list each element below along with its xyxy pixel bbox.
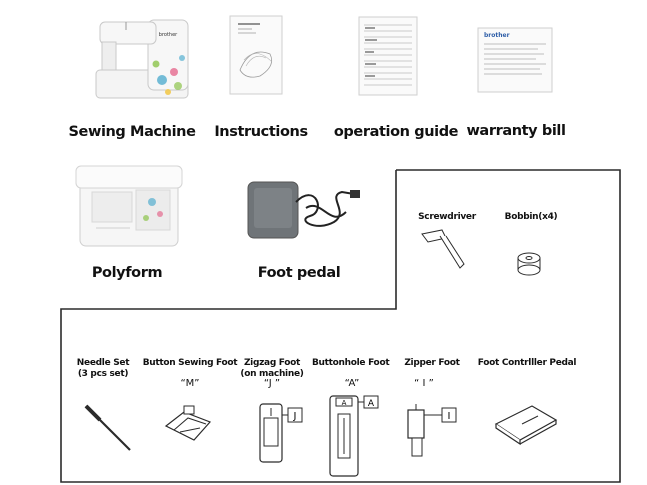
buttonhole-foot-inner-tag: A [342,399,347,407]
instructions-label: Instructions [214,124,308,140]
zipper-foot-image: I [407,404,457,457]
foot-pedal-image [247,181,360,239]
sewing-machine-label: Sewing Machine [68,124,196,140]
screwdriver-label: Screwdriver [418,212,476,222]
operation-guide-label: operation guide [333,124,459,140]
bobbin-label: Bobbin(x4) [504,212,558,222]
button-sewing-foot-image [164,405,212,441]
warranty-bill-image: brother [477,27,553,93]
button-sewing-foot-code: “M” [180,378,200,389]
brand-logo: brother [159,32,178,38]
warranty-bill-label: warranty bill [466,123,566,139]
instructions-booklet-image [229,15,283,95]
zigzag-foot-code: “J ” [263,378,281,389]
needle-set-image [84,404,131,451]
polyform-label: Polyform [91,265,163,281]
polyform-image [75,165,183,247]
zigzag-foot-tag: J [293,411,297,422]
needle-set-sub: (3 pcs set) [77,369,129,379]
zipper-foot-tag: I [448,411,451,422]
buttonhole-foot-image: A A [329,395,379,477]
zigzag-foot-image: J [259,403,303,463]
warranty-brand-logo: brother [484,32,510,39]
buttonhole-foot-tag: A [368,399,375,409]
zipper-foot-code: “ I ” [414,378,434,389]
operation-guide-image [358,16,418,96]
foot-pedal-label: Foot pedal [257,265,341,281]
needle-set-label: Needle Set [76,358,130,368]
foot-controller-pedal-image [494,405,558,446]
buttonhole-foot-label: Buttonhole Foot [312,358,390,368]
bobbin-image [517,252,541,276]
button-sewing-foot-label: Button Sewing Foot [142,358,238,368]
zipper-foot-label: Zipper Foot [404,358,460,368]
zigzag-foot-label: Zigzag Foot [243,358,301,368]
zigzag-foot-sub: (on machine) [240,369,304,379]
sewing-machine-image: brother [95,19,189,99]
buttonhole-foot-code: “A” [344,378,360,389]
screwdriver-image [421,229,465,269]
foot-controller-pedal-label: Foot Contrlller Pedal [477,358,577,368]
